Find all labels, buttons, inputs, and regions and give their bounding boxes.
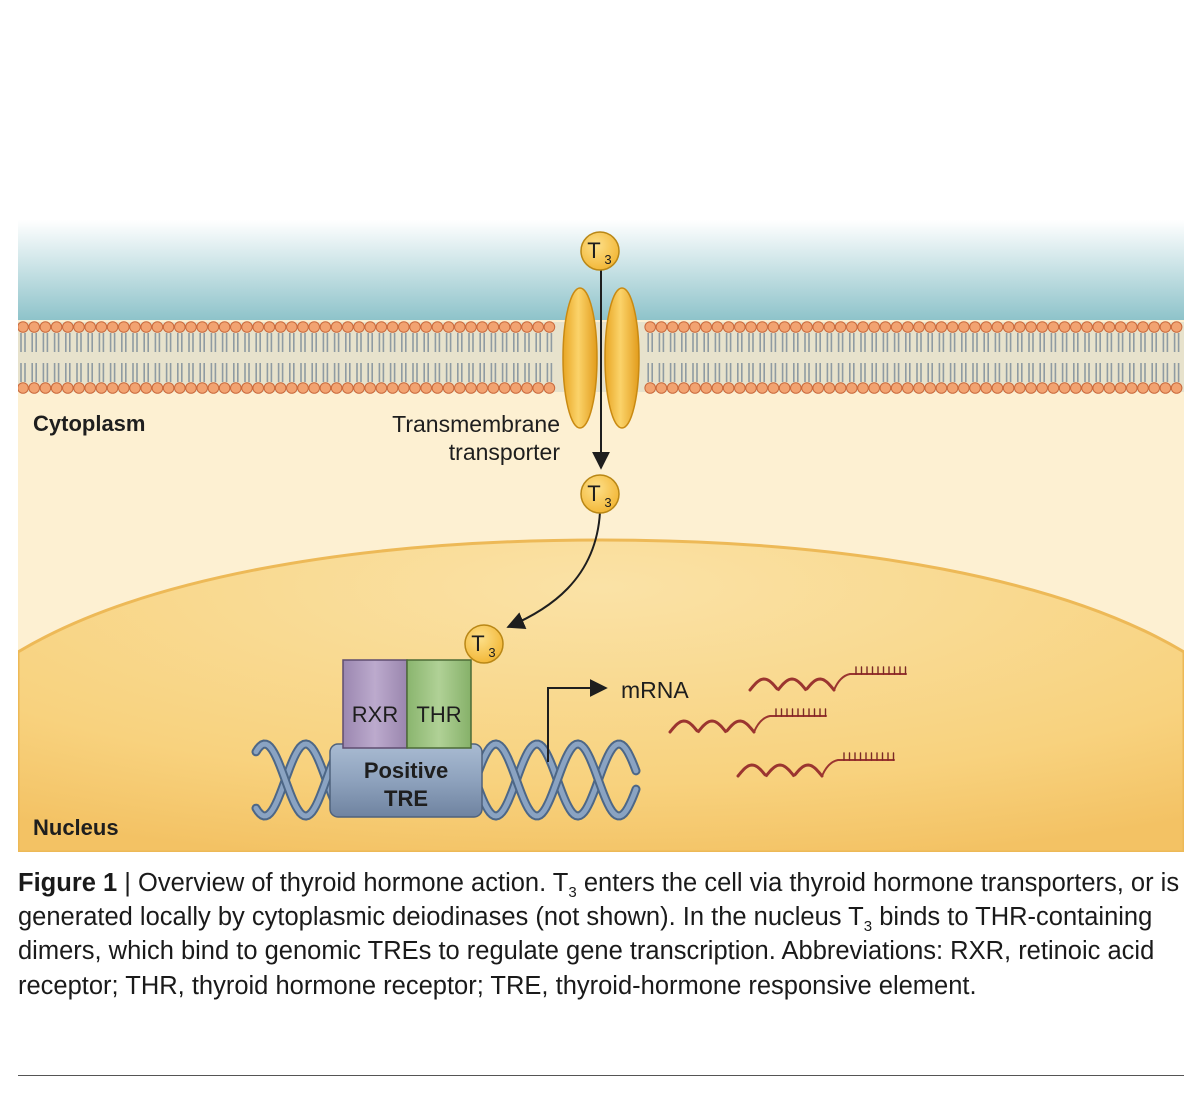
- caption-text-2: enters the cell via thyroid hormone tran…: [18, 869, 1180, 932]
- svg-text:T: T: [587, 481, 600, 506]
- transmembrane-transporter: [562, 287, 640, 429]
- figure-number: Figure 1: [18, 869, 118, 897]
- bottom-rule: [18, 1075, 1184, 1076]
- mrna-label: mRNA: [621, 677, 689, 703]
- thr-receptor: THR: [406, 659, 472, 749]
- caption-text-1: Overview of thyroid hormone action. T: [138, 869, 569, 897]
- caption-subscript-1: 3: [568, 884, 577, 901]
- cytoplasm-label: Cytoplasm: [33, 411, 145, 436]
- svg-text:Positive: Positive: [364, 758, 448, 783]
- svg-text:T: T: [471, 631, 484, 656]
- transporter-label-line2: transporter: [449, 439, 561, 465]
- svg-text:3: 3: [488, 645, 495, 660]
- caption-text-3: binds to THR-containing dimers, which bi…: [18, 903, 1155, 1000]
- transcription-arrow: [547, 679, 608, 762]
- svg-text:TRE: TRE: [384, 786, 428, 811]
- diagram-canvas: T 3 T 3 Positive TRE RXR THR T 3 Cytopla…: [18, 220, 1184, 852]
- figure-caption: Figure 1 | Overview of thyroid hormone a…: [18, 866, 1184, 1003]
- t3-to-nucleus-arrow: [506, 511, 601, 629]
- transporter-label-line1: Transmembrane: [392, 411, 560, 437]
- positive-tre-box: Positive TRE: [329, 743, 483, 818]
- cell-membrane: [18, 321, 1184, 394]
- rxr-receptor: RXR: [342, 659, 408, 749]
- svg-text:THR: THR: [416, 702, 461, 727]
- caption-subscript-2: 3: [863, 918, 873, 936]
- t3-molecule-extracellular: T 3: [580, 231, 620, 271]
- thyroid-hormone-diagram: T 3 T 3 Positive TRE RXR THR T 3 Cytopla…: [18, 220, 1184, 852]
- svg-text:T: T: [587, 238, 600, 263]
- t3-molecule-bound: T 3: [464, 624, 504, 664]
- caption-separator: |: [124, 869, 131, 897]
- mrna-strands: [668, 666, 907, 778]
- t3-molecule-cytoplasm: T 3: [580, 474, 620, 514]
- nucleus-envelope: [18, 538, 1184, 852]
- dna-double-helix: [251, 739, 641, 821]
- svg-text:3: 3: [604, 252, 611, 267]
- svg-text:3: 3: [604, 495, 611, 510]
- nucleus-label: Nucleus: [33, 815, 119, 840]
- svg-text:RXR: RXR: [352, 702, 398, 727]
